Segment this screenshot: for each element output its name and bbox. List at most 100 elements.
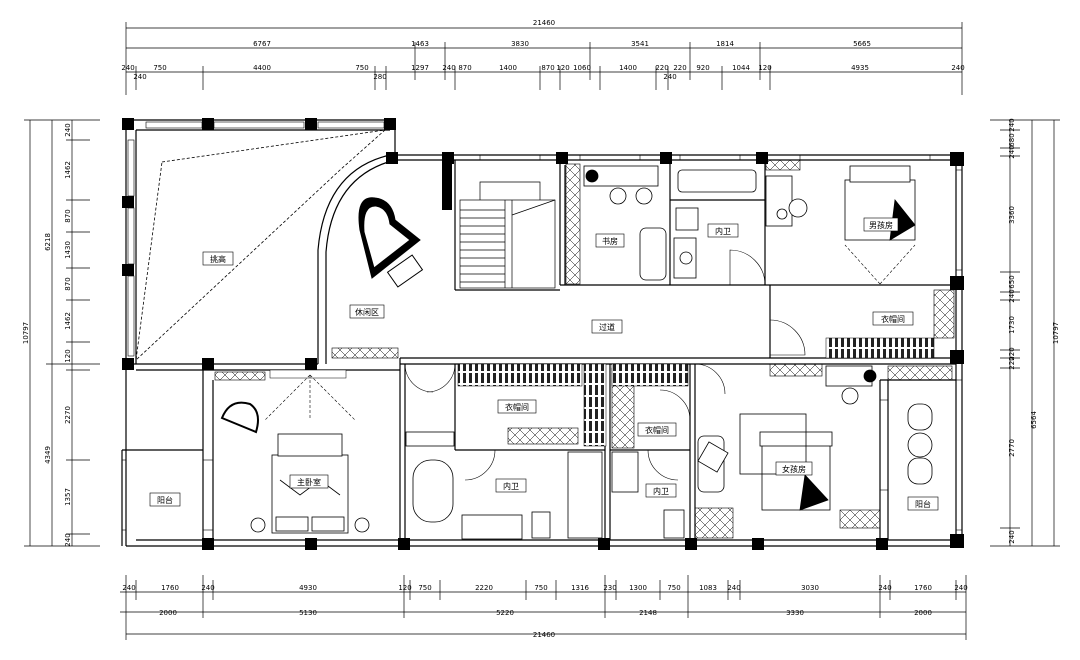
svg-text:衣帽间: 衣帽间 (881, 314, 905, 324)
dim-bot-r1-11: 750 (667, 584, 680, 592)
dim-top-r2-17: 1044 (732, 64, 750, 72)
dim-left-s0: 240 (64, 123, 72, 136)
dim-bot-r1-10: 1300 (629, 584, 647, 592)
dim-bot-r2-0: 2000 (159, 609, 177, 617)
dim-bot-r1-12: 1083 (699, 584, 717, 592)
columns (122, 118, 964, 550)
dim-right-s4: 650 (1008, 275, 1016, 288)
doors (404, 249, 806, 481)
dim-top-r1-1: 1463 (411, 40, 429, 48)
dim-right-s6: 1730 (1008, 316, 1016, 334)
dim-right-s0: 240 (1008, 118, 1016, 131)
dim-top-r2-5: 280 (373, 73, 386, 81)
dim-left-g1: 6218 (44, 233, 52, 251)
room-label-xiuxian: 休闲区 (349, 304, 385, 319)
dimension-left (24, 119, 100, 547)
dim-bot-r1-17: 240 (954, 584, 967, 592)
dim-right-s10: 240 (1008, 530, 1016, 543)
dim-left-g2: 4349 (44, 446, 52, 464)
dim-right-s9: 2770 (1008, 439, 1016, 457)
dim-right-s3: 3360 (1008, 206, 1016, 224)
dim-top-r2-3: 4400 (253, 64, 271, 72)
dim-bot-r1-15: 240 (878, 584, 891, 592)
dim-top-r2-20: 240 (951, 64, 964, 72)
dim-right-s1: 680 (1008, 133, 1016, 146)
dim-top-single: 240 (663, 73, 676, 81)
room-label-zhuwo: 主卧室 (289, 474, 329, 489)
dim-top-r2-0: 240 (121, 64, 134, 72)
room-label-nvhai: 女孩房 (775, 461, 813, 476)
wardrobes (269, 337, 935, 447)
svg-text:书房: 书房 (602, 236, 618, 246)
dimension-top (125, 22, 963, 95)
dim-bot-r2-4: 3330 (786, 609, 804, 617)
dim-right-total: 10797 (1052, 322, 1060, 344)
windows (121, 121, 963, 531)
dim-bot-r1-7: 750 (534, 584, 547, 592)
dim-top-r2-16: 920 (696, 64, 709, 72)
svg-text:阳台: 阳台 (915, 499, 931, 509)
dim-left-s3: 1430 (64, 241, 72, 259)
cabinets (214, 159, 955, 539)
dim-left-s9: 240 (64, 533, 72, 546)
dim-bot-r1-2: 240 (201, 584, 214, 592)
dim-right-s2: 240 (1008, 145, 1016, 158)
dim-bot-r1-14: 3030 (801, 584, 819, 592)
dimension-bottom (120, 575, 967, 640)
svg-text:内卫: 内卫 (715, 226, 731, 236)
room-label-yimao-3: 衣帽间 (637, 422, 677, 437)
room-label-neiwei-1: 内卫 (707, 223, 739, 238)
room-label-yimao-1: 衣帽间 (872, 311, 914, 326)
dim-bot-r2-1: 5130 (299, 609, 317, 617)
room-label-shufang: 书房 (595, 233, 625, 248)
dim-top-r1-5: 5665 (853, 40, 871, 48)
dim-bot-r1-9: 230 (603, 584, 616, 592)
bed-master-icon (250, 433, 370, 534)
room-label-neiwei-2: 内卫 (495, 478, 527, 493)
dim-bot-r2-2: 5220 (496, 609, 514, 617)
room-label-yimao-2: 衣帽间 (497, 399, 537, 414)
room-label-nanhai: 男孩房 (863, 217, 899, 232)
dim-top-r2-15: 220 (673, 64, 686, 72)
svg-text:主卧室: 主卧室 (297, 477, 321, 487)
dim-left-s4: 870 (64, 277, 72, 290)
dim-top-r2-4: 750 (355, 64, 368, 72)
svg-text:过道: 过道 (599, 322, 615, 332)
dim-bot-r1-6: 2220 (475, 584, 493, 592)
dim-left-s8: 1357 (64, 488, 72, 506)
dim-bot-r1-3: 4930 (299, 584, 317, 592)
dim-left-s5: 1462 (64, 312, 72, 330)
study-furniture (583, 165, 808, 281)
dim-top-r2-9: 1400 (499, 64, 517, 72)
dim-top-total: 21460 (533, 19, 555, 27)
svg-text:挑高: 挑高 (210, 254, 226, 264)
svg-text:男孩房: 男孩房 (869, 220, 893, 230)
dim-top-r2-18: 120 (758, 64, 771, 72)
room-label-guodao: 过道 (591, 319, 623, 334)
svg-text:女孩房: 女孩房 (782, 464, 806, 474)
room-label-yangtai-2: 阳台 (907, 496, 939, 511)
svg-text:休闲区: 休闲区 (355, 307, 379, 317)
dim-bot-r1-1: 1760 (161, 584, 179, 592)
bed-girl-icon (739, 413, 833, 511)
dim-top-r2-11: 120 (556, 64, 569, 72)
dim-left-s6: 120 (64, 349, 72, 362)
dim-top-r2-7: 240 (442, 64, 455, 72)
dim-top-r1-4: 1814 (716, 40, 734, 48)
dim-top-r2-1: 240 (133, 73, 146, 81)
dim-right-group: 6564 (1030, 411, 1038, 429)
dim-top-r2-12: 1060 (573, 64, 591, 72)
walls (121, 119, 963, 547)
dim-left-s1: 1462 (64, 161, 72, 179)
room-label-yangtai-1: 阳台 (149, 492, 181, 507)
sanitary-fixtures (405, 169, 757, 540)
dim-bot-r1-0: 240 (122, 584, 135, 592)
piano-icon (358, 197, 424, 288)
dim-bot-r1-8: 1316 (571, 584, 589, 592)
room-label-neiwei-3: 内卫 (645, 483, 677, 498)
tv-sightlines (264, 244, 916, 421)
dim-left-s2: 870 (64, 209, 72, 222)
void-triangle (135, 129, 387, 362)
dim-bot-r1-5: 750 (418, 584, 431, 592)
dim-top-r2-14: 220 (655, 64, 668, 72)
